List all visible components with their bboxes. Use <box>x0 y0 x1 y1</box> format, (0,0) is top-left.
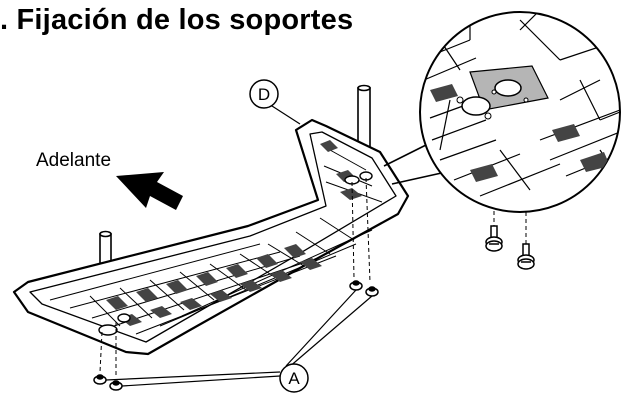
callout-a-leaders <box>105 289 373 387</box>
section-title: . Fijación de los soportes <box>0 4 354 36</box>
zoom-connector <box>383 141 447 185</box>
right-support-pole <box>357 84 371 159</box>
screw-icon <box>349 280 363 291</box>
forward-label: Adelante <box>36 150 112 171</box>
callout-a-label: A <box>288 369 300 388</box>
screw-icon <box>93 374 107 385</box>
callout-d: D <box>249 79 301 125</box>
callout-d-label: D <box>258 85 270 104</box>
zoom-screws <box>485 225 535 270</box>
screw-icon <box>485 225 503 252</box>
screw-icon <box>365 286 379 297</box>
forward-arrow-icon <box>116 172 183 210</box>
callout-a: A <box>279 363 309 393</box>
screw-icon <box>517 243 535 270</box>
zoom-detail-bubble <box>419 11 621 213</box>
screw-icon <box>109 380 123 391</box>
stand-base <box>12 118 410 356</box>
